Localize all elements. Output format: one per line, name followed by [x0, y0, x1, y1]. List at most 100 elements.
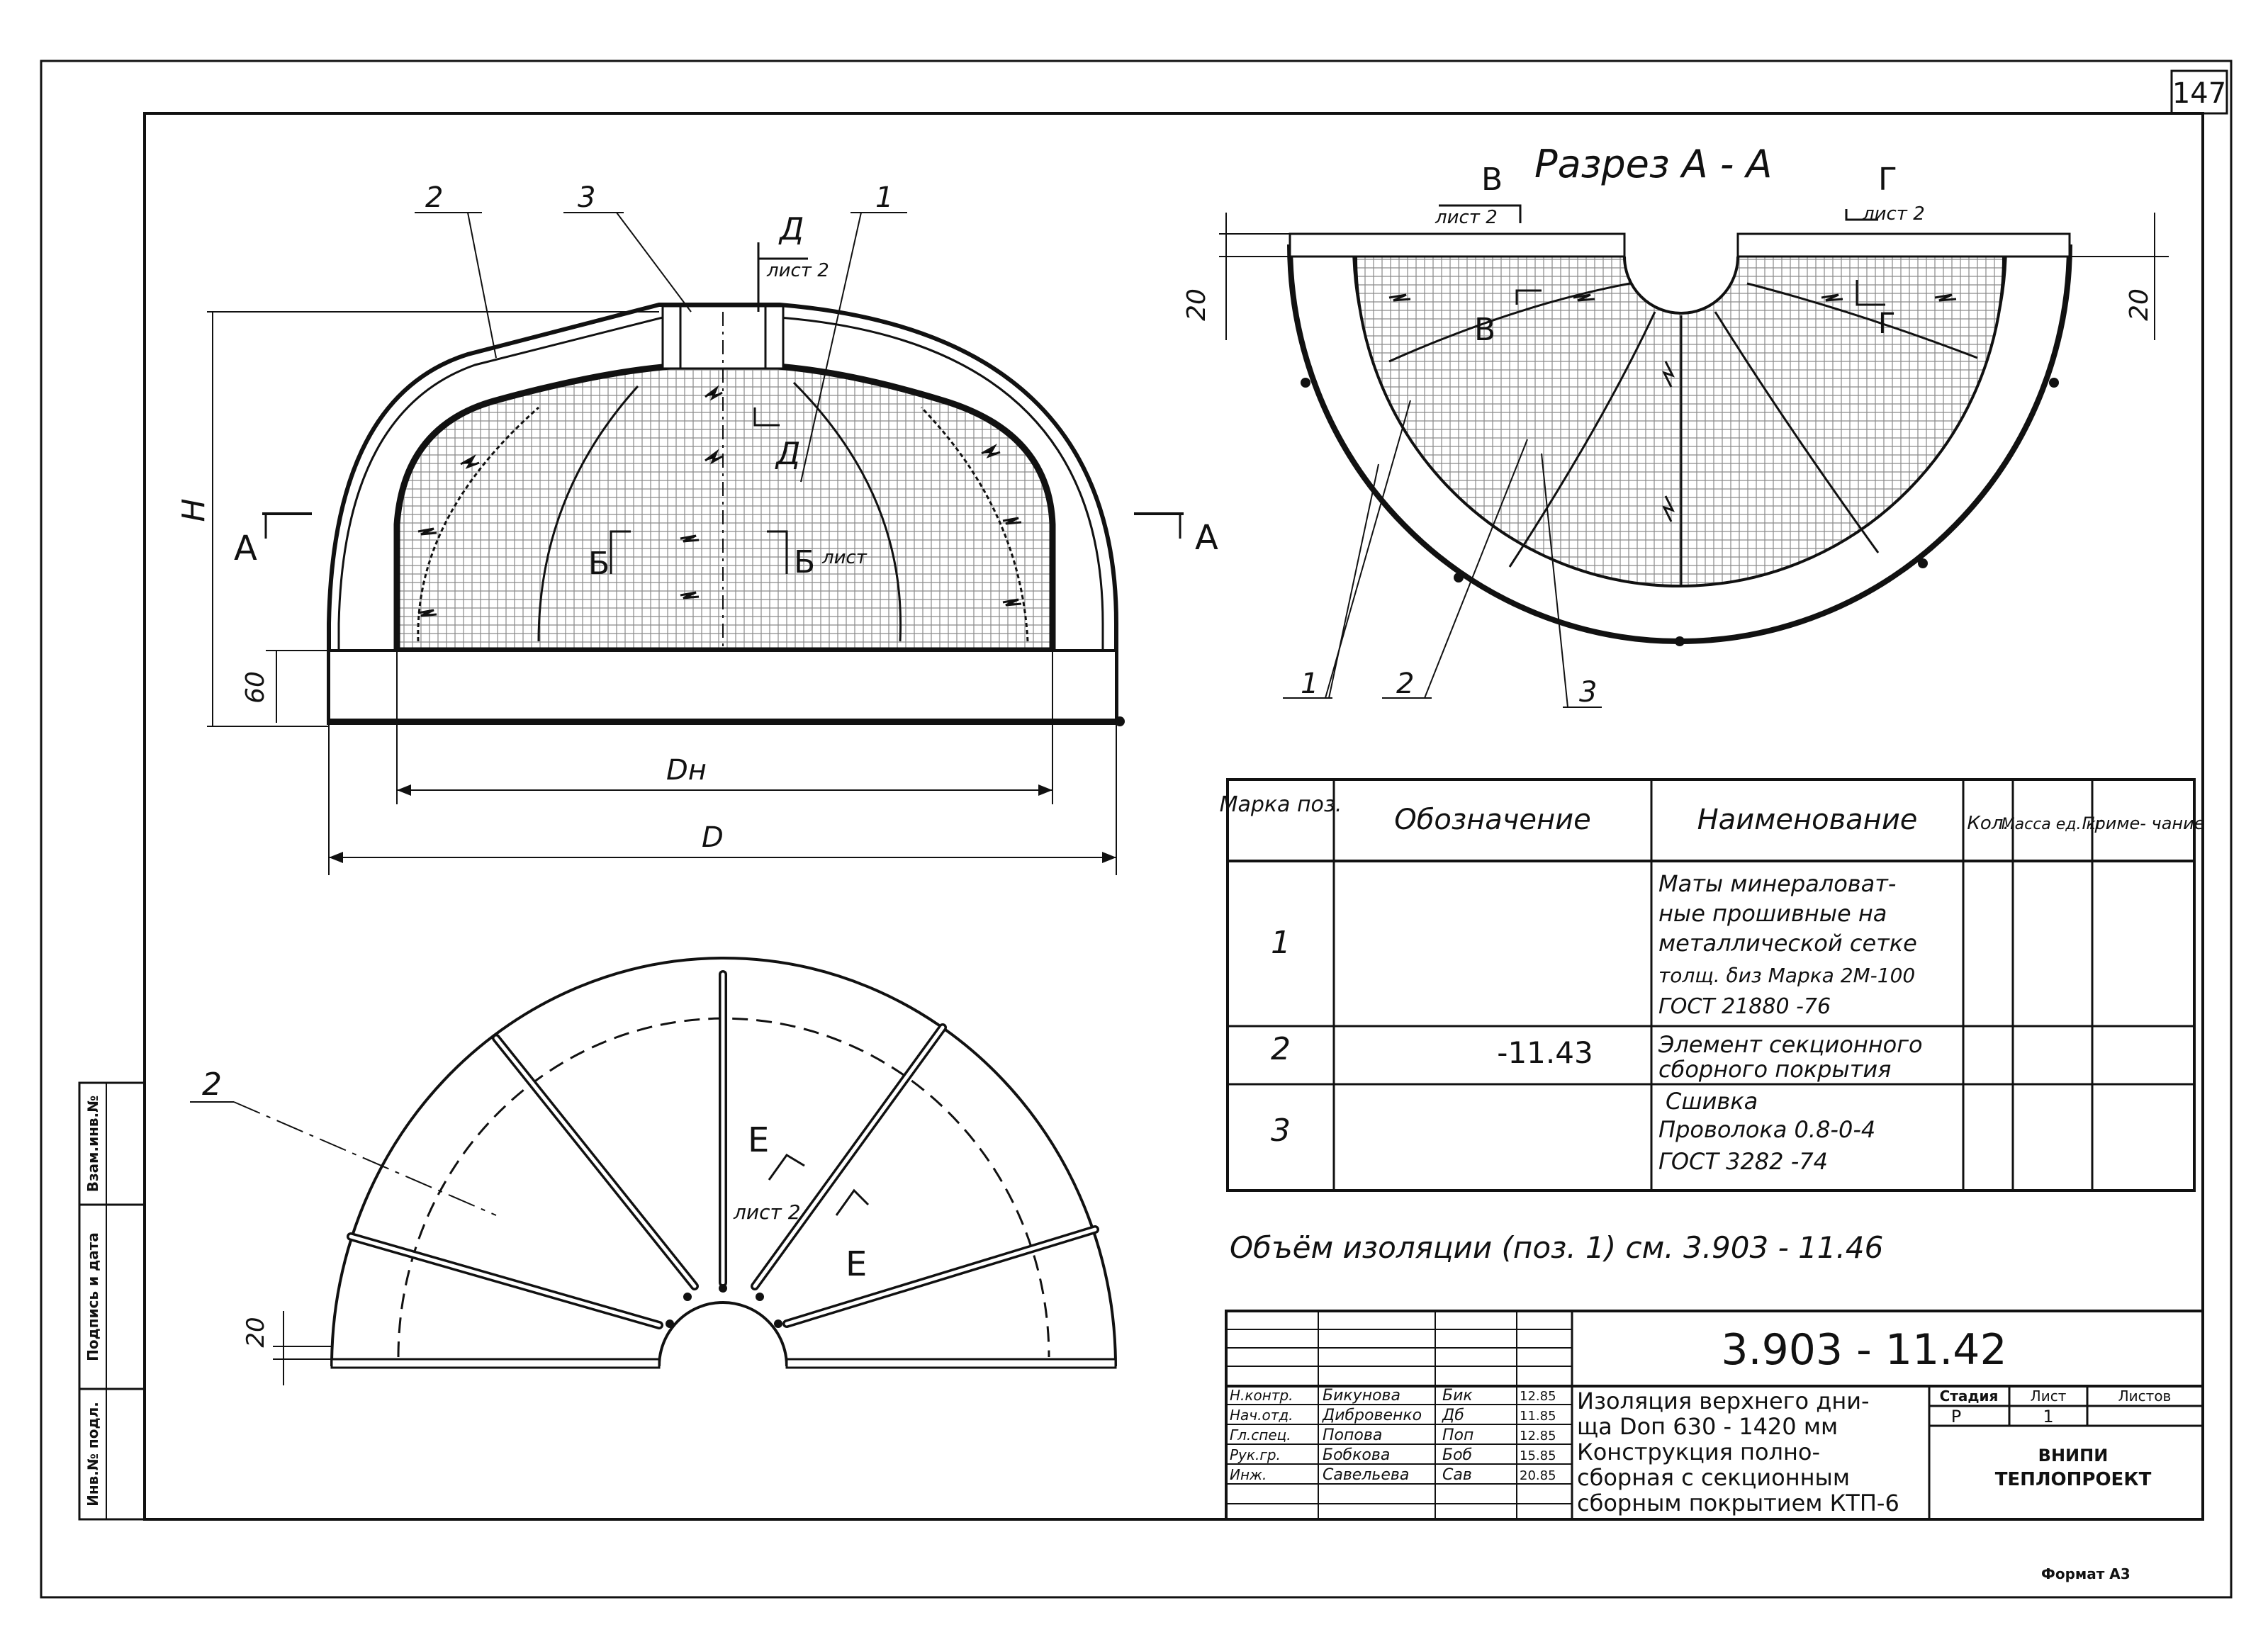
- svg-text:Сав: Сав: [1442, 1466, 1472, 1484]
- section-dim-right: 20: [2125, 288, 2154, 321]
- row2-pos: 2: [1271, 1031, 1291, 1067]
- svg-text:Стадия: Стадия: [1940, 1388, 1999, 1405]
- svg-text:Рук.гр.: Рук.гр.: [1230, 1446, 1281, 1463]
- dim-height-label: H: [176, 498, 212, 522]
- svg-text:лист 2: лист 2: [733, 1200, 801, 1224]
- svg-text:Нач.отд.: Нач.отд.: [1230, 1407, 1293, 1424]
- svg-text:Боб: Боб: [1442, 1446, 1472, 1464]
- section-mark-b: Б Б лист: [588, 530, 868, 582]
- svg-text:15.85: 15.85: [1520, 1448, 1556, 1463]
- svg-text:Р: Р: [1951, 1407, 1961, 1426]
- volume-note: Объём изоляции (поз. 1) см. 3.903 - 11.4…: [1230, 1230, 1883, 1265]
- dim-inner-diameter: Dн: [666, 754, 707, 787]
- org-line2: ТЕПЛОПРОЕКТ: [1995, 1469, 2152, 1490]
- svg-text:Листов: Листов: [2118, 1388, 2172, 1405]
- elevation-bottom-band: [327, 649, 1118, 724]
- svg-text:Бик: Бик: [1442, 1387, 1473, 1405]
- elevation-mesh-mats: [393, 361, 1056, 654]
- section-mark-d-top: Д лист 2: [757, 211, 829, 312]
- section-title: Разрез А - А: [1534, 142, 1772, 186]
- section-callout-2: 2: [1396, 668, 1414, 700]
- svg-text:Г: Г: [1878, 308, 1895, 340]
- row1-name-line1: Маты минераловат-: [1658, 870, 1896, 897]
- svg-text:Поп: Поп: [1442, 1426, 1473, 1444]
- elevation-callout-3: 3: [563, 181, 692, 313]
- row1-pos: 1: [1271, 925, 1291, 961]
- svg-text:Савельева: Савельева: [1323, 1466, 1409, 1484]
- svg-text:Лист: Лист: [2031, 1388, 2067, 1405]
- section-callouts: 1 2 3: [1283, 400, 1602, 709]
- svg-text:11.85: 11.85: [1520, 1409, 1556, 1424]
- section-mark-g-inner: Г: [1856, 280, 1895, 340]
- elevation-callout-2: 2: [415, 181, 497, 359]
- row2-designation: -11.43: [1497, 1035, 1593, 1070]
- elevation-callout-1: 1: [800, 181, 907, 483]
- svg-text:Б: Б: [588, 546, 610, 582]
- row1-name-line4: толщ. δиз Марка 2М-100: [1658, 964, 1915, 987]
- doc-number: 3.903 - 11.42: [1721, 1325, 2006, 1375]
- row3-name-line3: ГОСТ 3282 -74: [1658, 1148, 1828, 1175]
- section-mark-v: В лист 2: [1435, 162, 1522, 228]
- dim-outer-diameter: D: [702, 821, 724, 854]
- row1-name-line5: ГОСТ 21880 -76: [1658, 994, 1831, 1019]
- svg-text:Н.контр.: Н.контр.: [1230, 1387, 1293, 1404]
- outer-frame: [40, 60, 2233, 1599]
- svg-text:Е: Е: [846, 1244, 867, 1284]
- svg-text:лист 2: лист 2: [1862, 203, 1925, 225]
- svg-text:Инв.№ подл.: Инв.№ подл.: [84, 1402, 101, 1507]
- side-stamp: Взам.инв.№ Подпись и дата Инв.№ подл.: [78, 1081, 146, 1521]
- svg-text:Подпись и дата: Подпись и дата: [84, 1232, 101, 1361]
- page-number: 147: [2172, 77, 2226, 110]
- title-desc-4: сборная с секционным: [1577, 1464, 1850, 1491]
- elevation-view: H 60 Dн D A A Б Б лист: [176, 181, 1218, 875]
- row2-name-line1: Элемент секционного: [1658, 1031, 1923, 1058]
- plan-mark-e1: Е лист 2: [733, 1120, 805, 1224]
- section-mark-a-left: A: [234, 512, 312, 568]
- section-mark-g: Г лист 2: [1845, 162, 1925, 225]
- row3-pos: 3: [1271, 1113, 1291, 1149]
- svg-text:Попова: Попова: [1323, 1426, 1382, 1444]
- header-name: Наименование: [1697, 804, 1918, 836]
- spec-table: Марка поз. Обозначение Наименование Кол.…: [1220, 778, 2205, 1192]
- title-desc-5: сборным покрытием КТП-6: [1577, 1490, 1899, 1516]
- plan-dim-left: 20: [242, 1317, 270, 1347]
- header-note: Приме- чание: [2082, 814, 2205, 833]
- format-label: Формат А3: [2041, 1565, 2131, 1582]
- title-desc-2: ща Dоп 630 - 1420 мм: [1577, 1413, 1838, 1440]
- svg-text:Б: Б: [794, 544, 815, 580]
- stitch-marks: [417, 385, 1022, 617]
- page-number-box: 147: [2170, 69, 2228, 115]
- row3-name-line1: Сшивка: [1666, 1088, 1758, 1115]
- svg-text:1: 1: [2043, 1407, 2053, 1426]
- header-qty: Кол.: [1967, 813, 2009, 834]
- plan-center-cutout: [658, 1301, 788, 1367]
- drawing-frame: [143, 112, 2204, 1521]
- svg-text:2: 2: [202, 1066, 222, 1103]
- section-center-cutout: [1623, 256, 1739, 315]
- svg-text:Г: Г: [1878, 162, 1897, 198]
- header-designation: Обозначение: [1394, 804, 1591, 836]
- svg-text:Е: Е: [748, 1120, 769, 1160]
- svg-text:20.85: 20.85: [1520, 1468, 1556, 1483]
- section-top-bar-left: [1289, 232, 1626, 258]
- plan-view: 2 20 Е лист 2 Е: [190, 957, 1117, 1385]
- row2-name-line2: сборного покрытия: [1658, 1056, 1891, 1083]
- row1-name-line3: металлической сетке: [1658, 930, 1917, 957]
- section-view: Разрез А - А: [1182, 142, 2169, 709]
- org-line1: ВНИПИ: [2038, 1446, 2109, 1465]
- section-ring-joints: [1301, 378, 2059, 646]
- section-mesh-mats: [1356, 257, 2004, 586]
- svg-text:лист 2: лист 2: [766, 260, 829, 281]
- dim-bottom-band: 60: [241, 671, 270, 704]
- svg-text:В: В: [1474, 312, 1495, 348]
- svg-text:Дб: Дб: [1442, 1407, 1464, 1424]
- section-top-bar-right: [1736, 232, 2071, 258]
- svg-text:Дибровенко: Дибровенко: [1322, 1407, 1422, 1424]
- svg-text:Д: Д: [778, 211, 804, 247]
- plan-callout-2: 2: [190, 1066, 497, 1216]
- svg-text:12.85: 12.85: [1520, 1429, 1556, 1443]
- svg-text:лист 2: лист 2: [1435, 207, 1498, 228]
- section-dim-left: 20: [1182, 288, 1211, 321]
- plan-mark-e2: Е: [835, 1188, 870, 1284]
